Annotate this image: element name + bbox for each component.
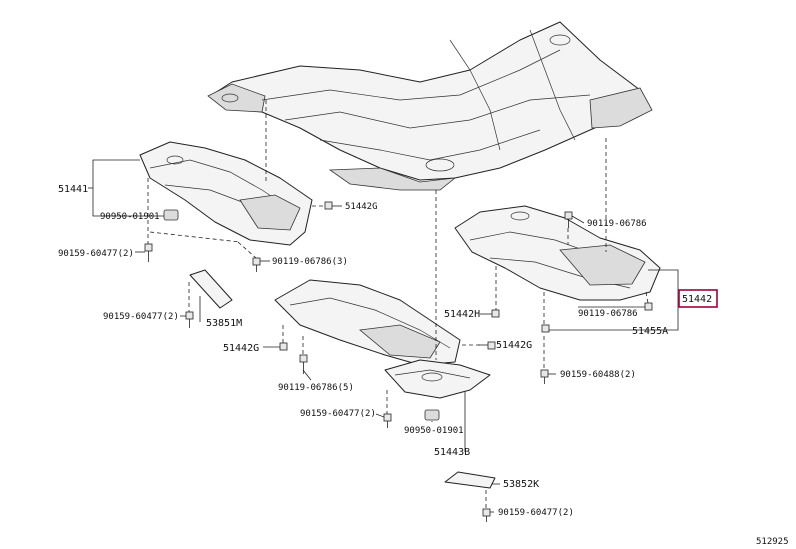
label-90119-06786-a[interactable]: 90119-06786(3)	[272, 257, 348, 267]
label-90159-60477-d[interactable]: 90159-60477(2)	[498, 508, 574, 518]
label-90950-01901-top[interactable]: 90950-01901	[100, 212, 160, 222]
plate-53852	[444, 471, 496, 489]
leader-lines	[88, 100, 679, 513]
front-crossmember	[207, 21, 653, 191]
highlight-box-51442	[678, 289, 718, 308]
under-cover-right-51442	[454, 205, 661, 301]
label-51441[interactable]: 51441	[58, 184, 88, 195]
label-51455a[interactable]: 51455A	[632, 326, 668, 337]
label-53851m[interactable]: 53851M	[206, 318, 242, 329]
label-90159-60477-c[interactable]: 90159-60477(2)	[300, 409, 376, 419]
under-cover-rear-51443	[384, 359, 491, 399]
under-cover-left-51441	[139, 141, 313, 246]
label-53852k[interactable]: 53852K	[503, 479, 539, 490]
label-51442[interactable]: 51442	[682, 294, 712, 305]
label-90159-60477-b[interactable]: 90159-60477(2)	[103, 312, 179, 322]
clip-90950-bottom	[424, 409, 440, 421]
label-51442g-a[interactable]: 51442G	[345, 202, 378, 212]
label-90119-06786-b[interactable]: 90119-06786(5)	[278, 383, 354, 393]
label-51442g-c[interactable]: 51442G	[496, 340, 532, 351]
label-51442g-b[interactable]: 51442G	[223, 343, 259, 354]
engine-under-cover-center	[274, 279, 461, 366]
label-90119-06786-r2[interactable]: 90119-06786	[578, 309, 638, 319]
label-90159-60488[interactable]: 90159-60488(2)	[560, 370, 636, 380]
label-90119-06786-r1[interactable]: 90119-06786	[587, 219, 647, 229]
plate-53851	[189, 269, 233, 309]
label-51443b[interactable]: 51443B	[434, 447, 470, 458]
diagram-reference-number: 512925	[756, 537, 789, 547]
label-90950-01901-bottom[interactable]: 90950-01901	[404, 426, 464, 436]
part-labels: 51441 90950-01901 90159-60477(2) 90119-0…	[58, 184, 789, 547]
label-51442h[interactable]: 51442H	[444, 309, 480, 320]
bolt-icon	[144, 201, 653, 522]
label-90159-60477-a[interactable]: 90159-60477(2)	[58, 249, 134, 259]
clip-90950-top	[163, 209, 179, 221]
